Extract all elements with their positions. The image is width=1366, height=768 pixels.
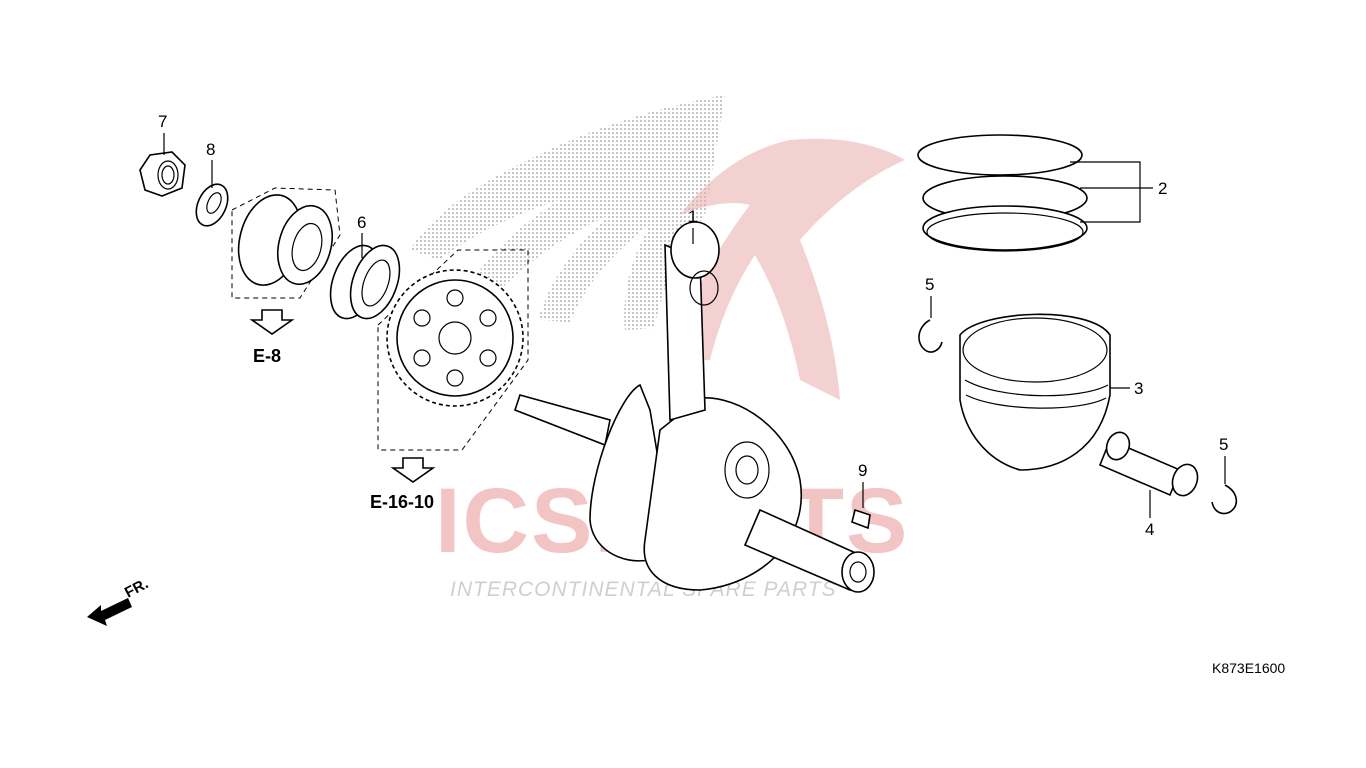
- front-direction-indicator: FR.: [87, 575, 151, 626]
- drive-gear-part[interactable]: [229, 187, 341, 299]
- down-arrow-icon: [249, 309, 295, 335]
- piston-pin-clip-right-part[interactable]: [1211, 484, 1238, 515]
- callout-9: 9: [858, 461, 867, 480]
- callout-6: 6: [357, 213, 366, 232]
- piston-rings-part[interactable]: [917, 134, 1088, 252]
- callout-4: 4: [1145, 520, 1154, 539]
- reference-e1610[interactable]: E-16-10: [370, 457, 436, 512]
- callout-2: 2: [1158, 179, 1167, 198]
- piston-part[interactable]: [959, 313, 1111, 471]
- piston-pin-part[interactable]: [1098, 429, 1202, 499]
- callout-3: 3: [1134, 379, 1143, 398]
- front-arrow-icon: [87, 598, 132, 626]
- nut-part[interactable]: [139, 151, 186, 197]
- watermark-tagline: INTERCONTINENTAL SPARE PARTS: [450, 578, 837, 601]
- down-arrow-icon: [390, 457, 436, 483]
- primary-drive-gear-part[interactable]: [377, 249, 529, 451]
- crankshaft-part[interactable]: [514, 221, 875, 593]
- woodruff-key-part[interactable]: [851, 508, 871, 530]
- callout-labels: 1 2 3 4 5 5 6 7 8 9: [158, 112, 1228, 539]
- needle-bearing-part[interactable]: [321, 239, 408, 325]
- callout-5-left: 5: [925, 275, 934, 294]
- callout-7: 7: [158, 112, 167, 131]
- diagram-code: K873E1600: [1212, 660, 1285, 676]
- callout-8: 8: [206, 140, 215, 159]
- callout-5-right: 5: [1219, 435, 1228, 454]
- wing-logo-red: [670, 138, 905, 401]
- front-label: FR.: [122, 575, 151, 601]
- leader-lines: [163, 133, 1226, 518]
- reference-e8[interactable]: E-8: [249, 309, 295, 366]
- piston-pin-clip-left-part[interactable]: [918, 319, 943, 353]
- reference-label-e1610: E-16-10: [370, 492, 434, 512]
- wing-logo: [410, 95, 725, 330]
- callout-1: 1: [688, 207, 697, 226]
- reference-label-e8: E-8: [253, 346, 281, 366]
- washer-part[interactable]: [190, 179, 234, 231]
